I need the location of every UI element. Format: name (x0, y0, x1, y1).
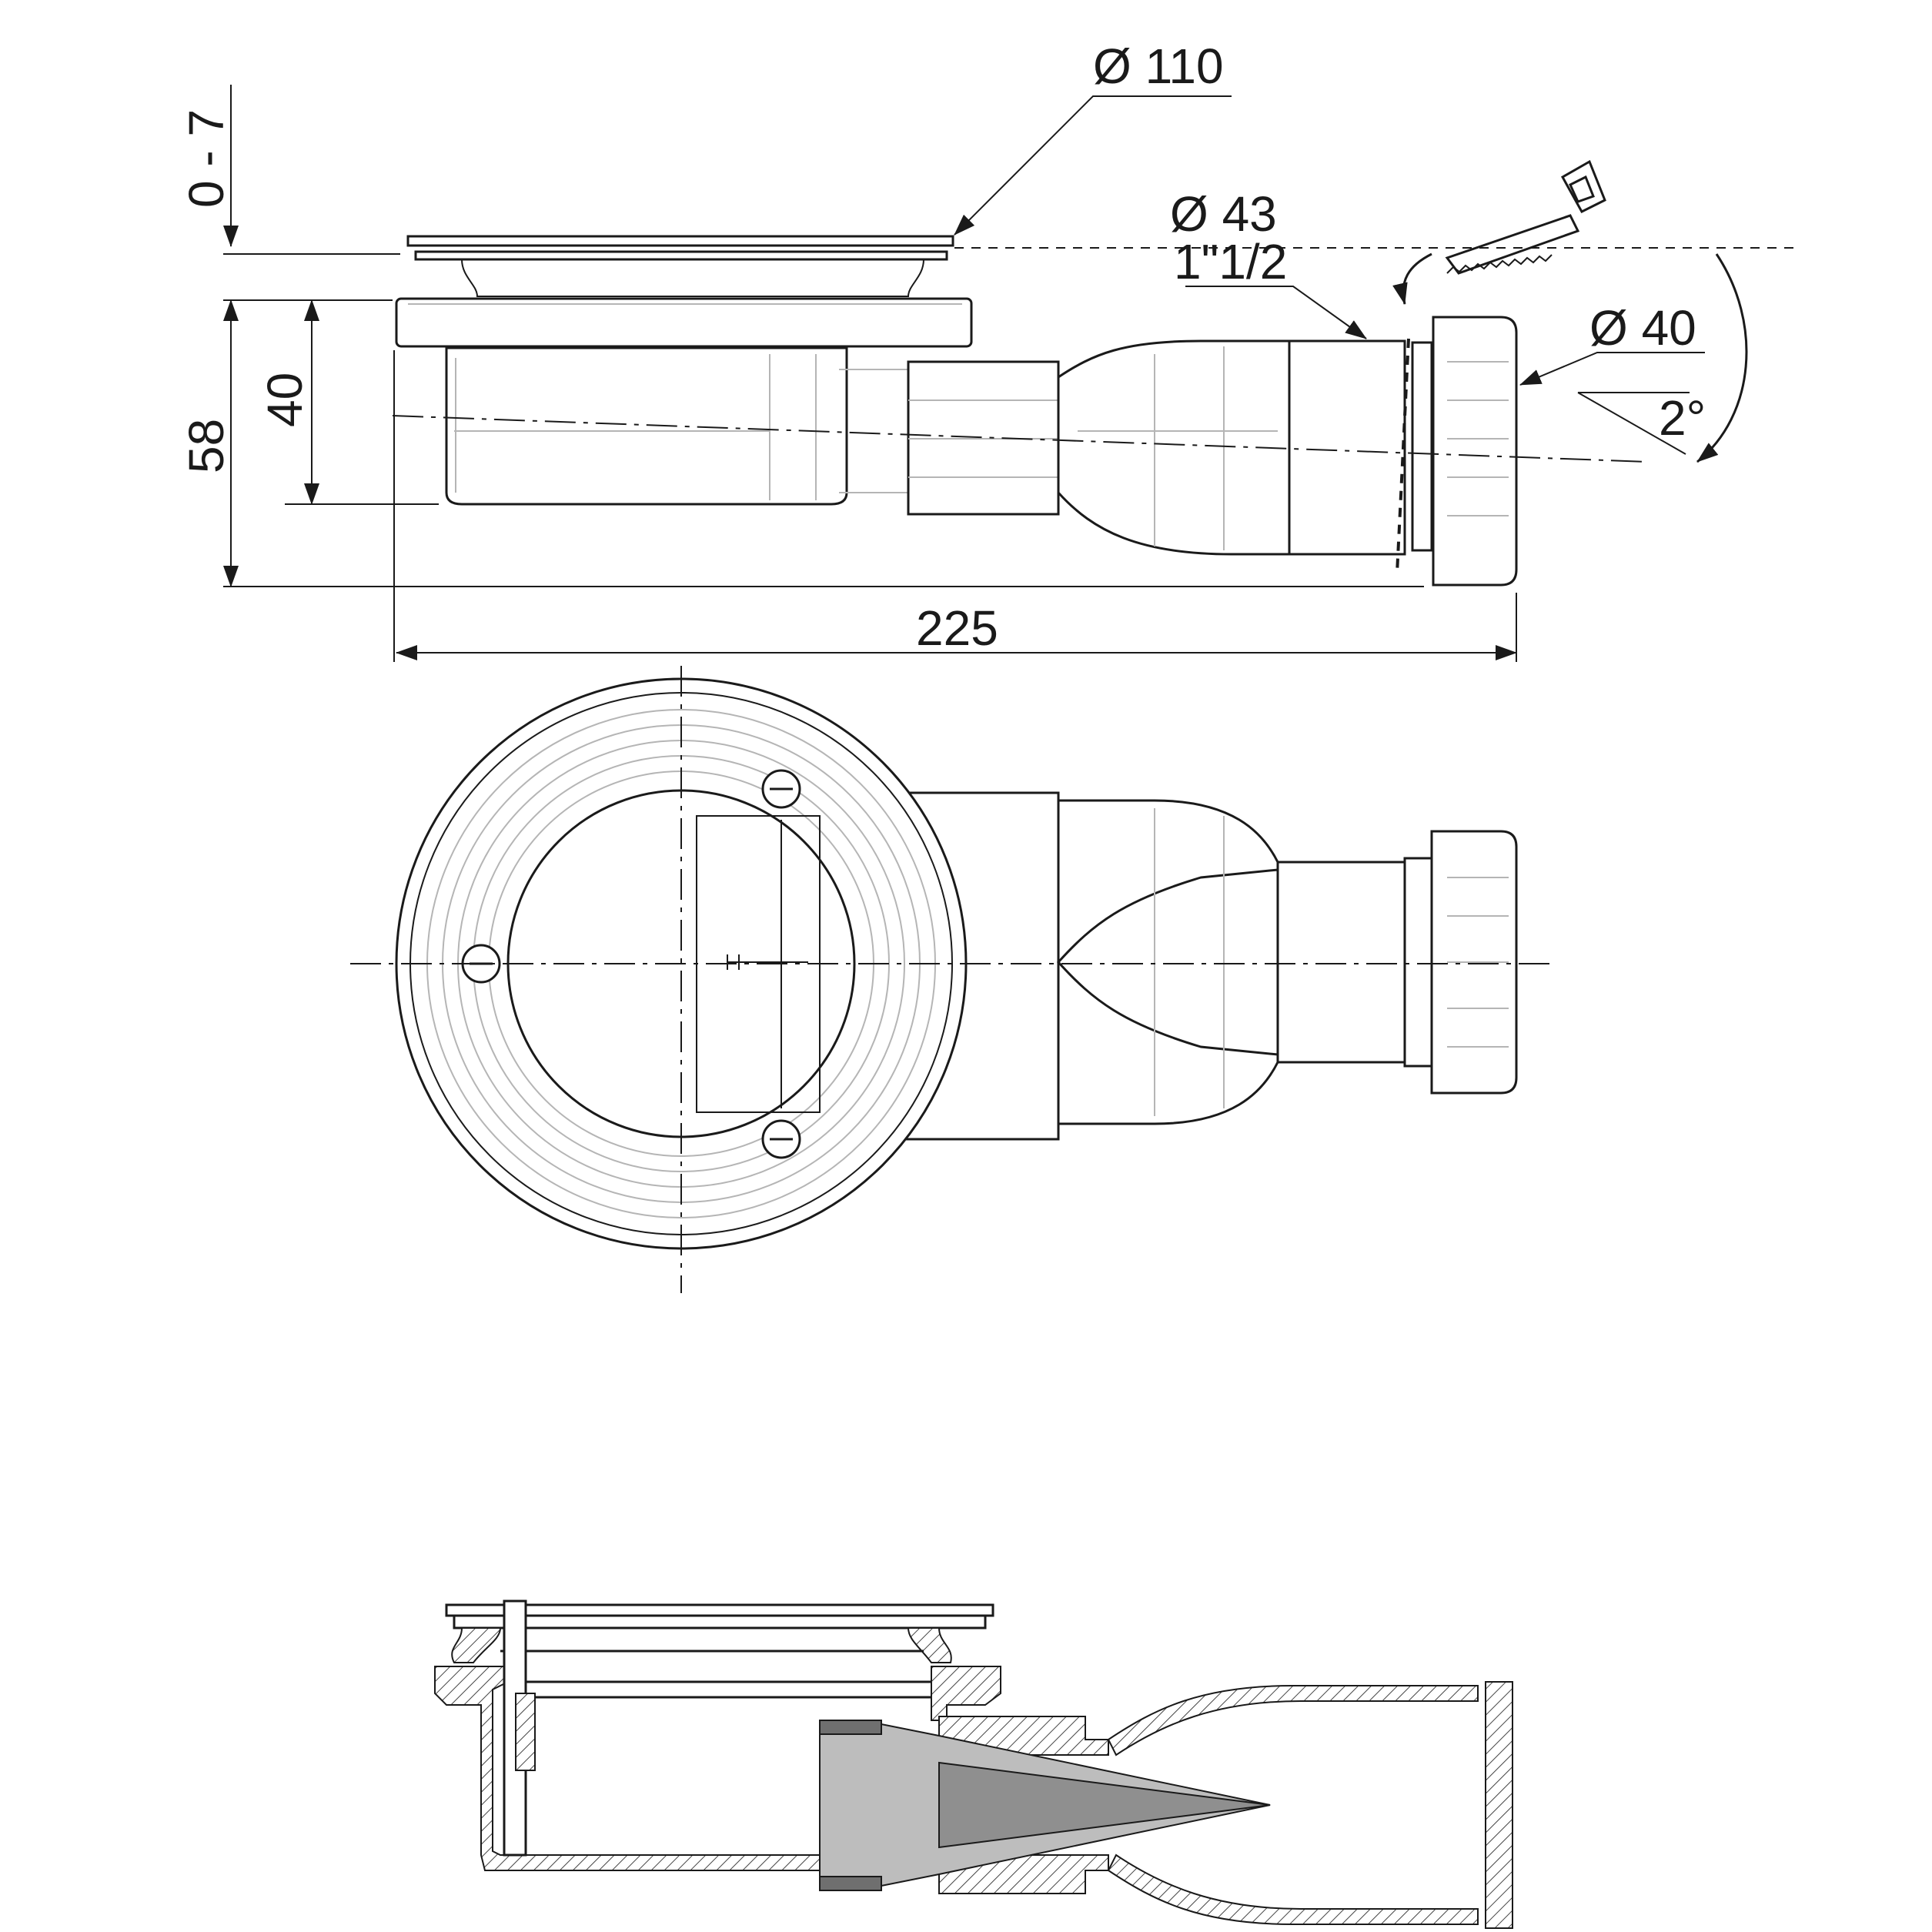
outlet-diameter-label: Ø 43 (1170, 186, 1277, 242)
slope-label: 2° (1659, 390, 1706, 446)
pipe-diameter-label: Ø 40 (1589, 300, 1696, 356)
slope-arc (1696, 253, 1748, 463)
length-label: 225 (916, 600, 998, 656)
section-view (434, 1599, 1513, 1929)
screw-icon (761, 769, 801, 809)
slope-triangle (1577, 392, 1690, 455)
body-flange (395, 297, 973, 348)
section-grate (445, 1603, 994, 1617)
outlet-thread-label: 1"1/2 (1174, 234, 1287, 289)
trap-bowl (1057, 339, 1291, 556)
top-outlet-pipe (1276, 861, 1406, 1064)
grate-diameter-label: Ø 110 (1093, 38, 1224, 94)
side-view: Ø 110 Ø 43 1"1/2 Ø 40 2° 225 0 - 7 58 40 (179, 38, 1801, 662)
center-axis (392, 415, 1648, 463)
section-funnel (1107, 1685, 1479, 1757)
body-height-label: 40 (257, 373, 313, 427)
grate (406, 235, 954, 247)
screw-icon (761, 1119, 801, 1159)
total-height-label: 58 (179, 419, 234, 473)
body-cup (445, 346, 848, 506)
height-adjust-label: 0 - 7 (179, 109, 234, 208)
outlet-nut (1432, 316, 1518, 587)
saw-icon (1445, 159, 1606, 275)
outlet-pipe (1288, 339, 1406, 556)
top-view (350, 666, 1555, 1293)
cut-line (1396, 338, 1410, 574)
cut-arrow (1392, 252, 1432, 305)
